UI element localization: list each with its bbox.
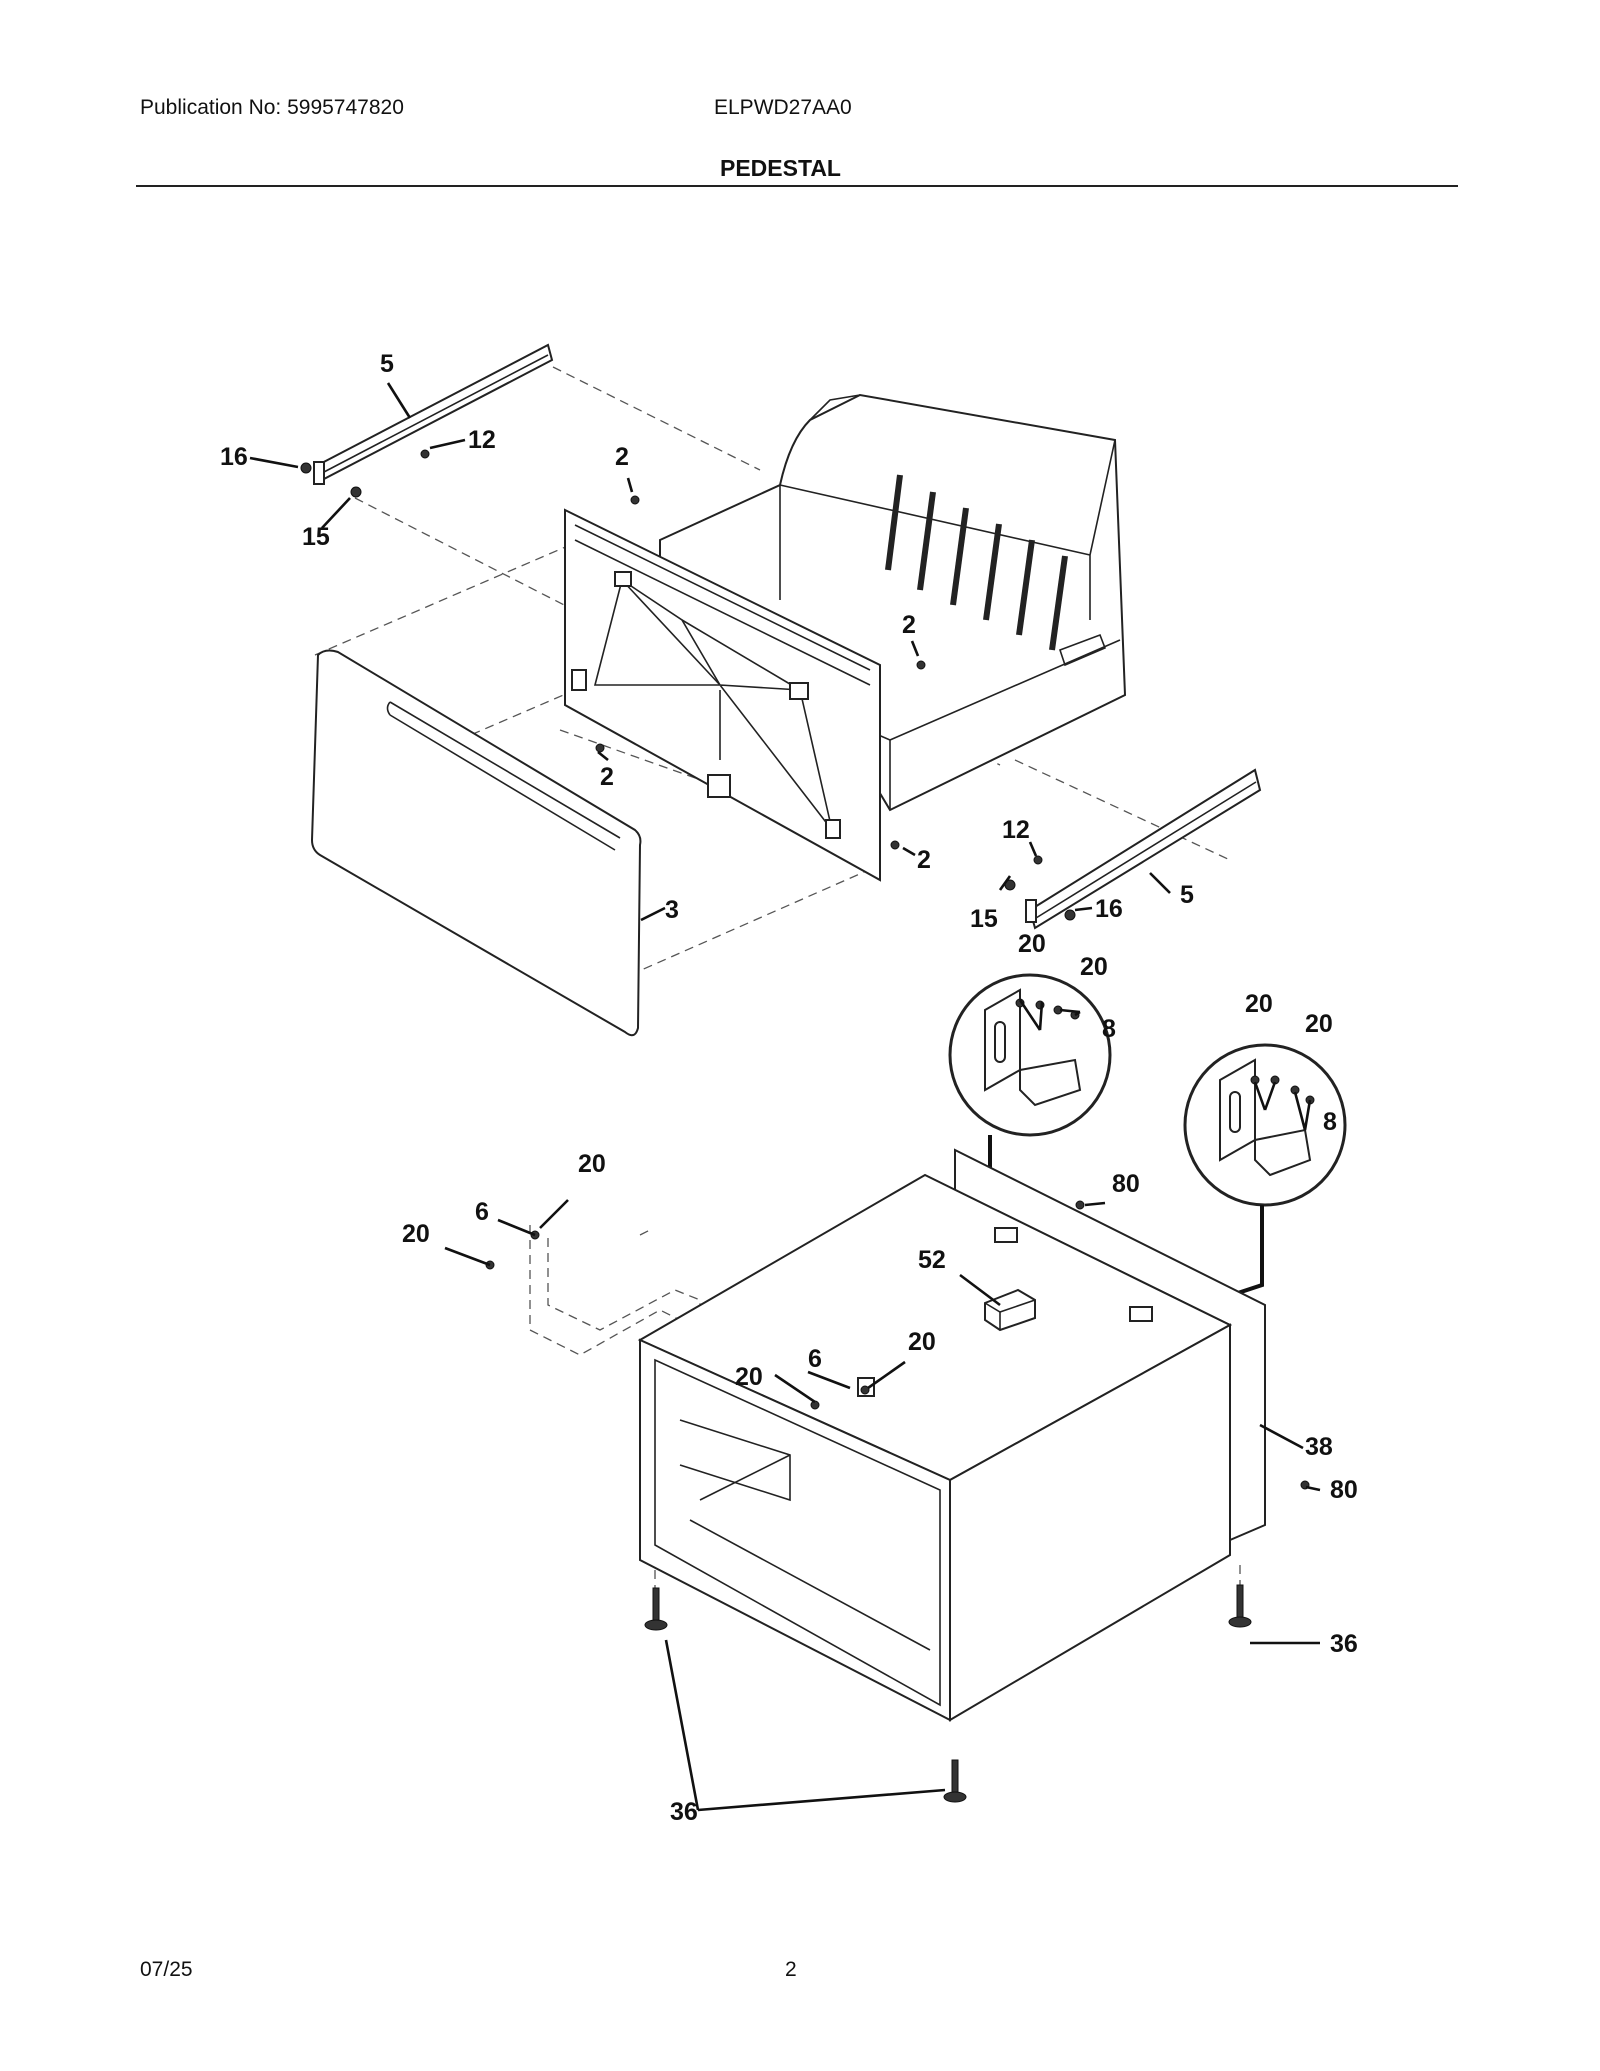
callout-36-right: 36 bbox=[1330, 1630, 1358, 1658]
drawer-rail-right bbox=[1025, 768, 1262, 930]
callout-38: 38 bbox=[1305, 1433, 1333, 1461]
callout-20-detail-d: 20 bbox=[1305, 1010, 1333, 1038]
callout-8-detail-right: 8 bbox=[1323, 1108, 1337, 1136]
callout-8-detail-left: 8 bbox=[1102, 1015, 1116, 1043]
leader-lines bbox=[249, 382, 1321, 1812]
model-number: ELPWD27AA0 bbox=[714, 96, 852, 119]
callout-2-top: 2 bbox=[615, 443, 629, 471]
callout-20-center: 20 bbox=[735, 1363, 763, 1391]
rail-hardware-left bbox=[300, 449, 430, 498]
callout-15-upper: 15 bbox=[302, 523, 330, 551]
drawer-frame-panel bbox=[564, 508, 881, 882]
callout-5-upper: 5 bbox=[380, 350, 394, 378]
callout-12-lower: 12 bbox=[1002, 816, 1030, 844]
callout-15-lower: 15 bbox=[970, 905, 998, 933]
page-title: PEDESTAL bbox=[720, 155, 841, 181]
callout-20-detail-a: 20 bbox=[1018, 930, 1046, 958]
callout-20-left-top: 20 bbox=[578, 1150, 606, 1178]
callout-12-upper: 12 bbox=[468, 426, 496, 454]
callout-2-lower-left: 2 bbox=[600, 763, 614, 791]
frame-screws bbox=[595, 495, 926, 850]
callout-20-detail-c: 20 bbox=[1245, 990, 1273, 1018]
callout-80-lower: 80 bbox=[1330, 1476, 1358, 1504]
callout-16-lower: 16 bbox=[1095, 895, 1123, 923]
callout-2-right: 2 bbox=[902, 611, 916, 639]
callout-80-upper: 80 bbox=[1112, 1170, 1140, 1198]
callout-6-center: 6 bbox=[808, 1345, 822, 1373]
bracket-detail-right bbox=[1183, 1043, 1347, 1207]
leveling-legs bbox=[644, 1584, 1252, 1803]
drawer-front-panel bbox=[310, 649, 642, 1037]
callout-5-lower: 5 bbox=[1180, 881, 1194, 909]
callout-2-lower-right: 2 bbox=[917, 846, 931, 874]
callout-20-center-top: 20 bbox=[908, 1328, 936, 1356]
callout-16-upper: 16 bbox=[220, 443, 248, 471]
publication-number: Publication No: 5995747820 bbox=[140, 96, 404, 119]
callout-3: 3 bbox=[665, 896, 679, 924]
rail-hardware-right bbox=[1004, 855, 1076, 921]
callout-20-left: 20 bbox=[402, 1220, 430, 1248]
callout-labels: 5 16 12 15 2 2 2 2 3 12 15 16 5 20 20 8 … bbox=[220, 350, 1358, 1826]
callout-20-detail-b: 20 bbox=[1080, 953, 1108, 981]
header-rule bbox=[136, 185, 1458, 187]
footer-page-number: 2 bbox=[785, 1958, 797, 1981]
bracket-detail-left bbox=[948, 973, 1112, 1137]
callout-52: 52 bbox=[918, 1246, 946, 1274]
footer-date: 07/25 bbox=[140, 1958, 193, 1981]
cabinet-screws bbox=[485, 1200, 1310, 1490]
callout-6-left: 6 bbox=[475, 1198, 489, 1226]
drawer-rail-left bbox=[313, 343, 554, 485]
callout-36-bottom: 36 bbox=[670, 1798, 698, 1826]
